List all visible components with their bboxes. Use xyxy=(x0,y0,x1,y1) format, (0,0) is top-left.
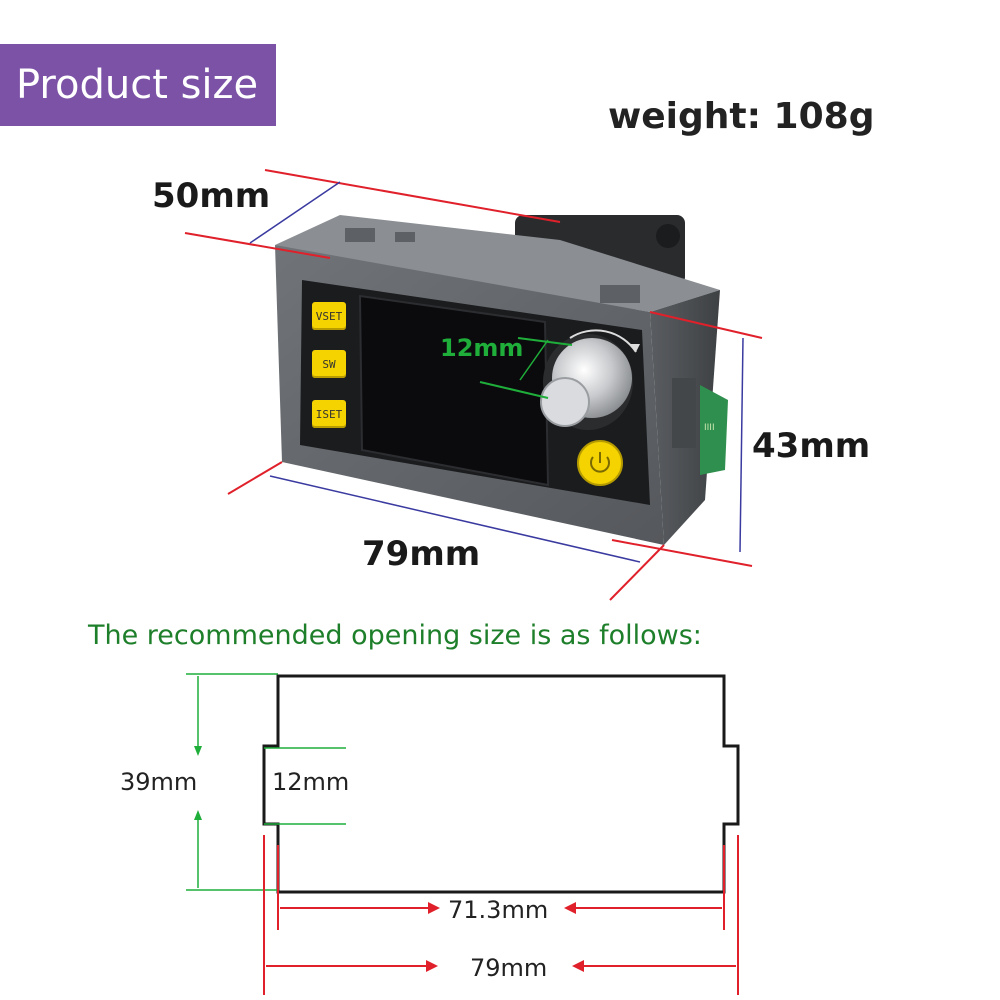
opening-inner-width-label: 71.3mm xyxy=(448,896,549,924)
iset-key-label: ISET xyxy=(315,407,343,421)
knob-label: 12mm xyxy=(440,334,524,362)
opening-outer-width-label: 79mm xyxy=(470,954,548,982)
product-size-banner: Product size xyxy=(0,44,276,126)
vset-key: VSET xyxy=(312,302,346,330)
rotary-knob xyxy=(540,334,633,430)
power-button xyxy=(577,440,623,486)
sw-key: SW xyxy=(312,350,346,378)
depth-label: 50mm xyxy=(152,176,271,216)
opening-title: The recommended opening size is as follo… xyxy=(88,620,702,651)
iset-key: ISET xyxy=(312,400,346,428)
rotate-arrow-icon xyxy=(569,329,640,353)
power-icon xyxy=(590,452,610,473)
dimension-lines xyxy=(184,169,763,601)
opening-notch-label: 12mm xyxy=(272,768,350,796)
height-label: 43mm xyxy=(752,426,871,466)
banner-title: Product size xyxy=(16,62,259,108)
width-label: 79mm xyxy=(362,534,481,574)
svg-text:IIII: IIII xyxy=(704,423,715,433)
pcb-edge xyxy=(700,385,728,475)
sw-key-label: SW xyxy=(322,357,336,371)
vset-key-label: VSET xyxy=(315,309,343,323)
opening-height-label: 39mm xyxy=(120,768,198,796)
lcd-screen xyxy=(358,294,550,487)
weight-label: weight: 108g xyxy=(608,96,875,137)
